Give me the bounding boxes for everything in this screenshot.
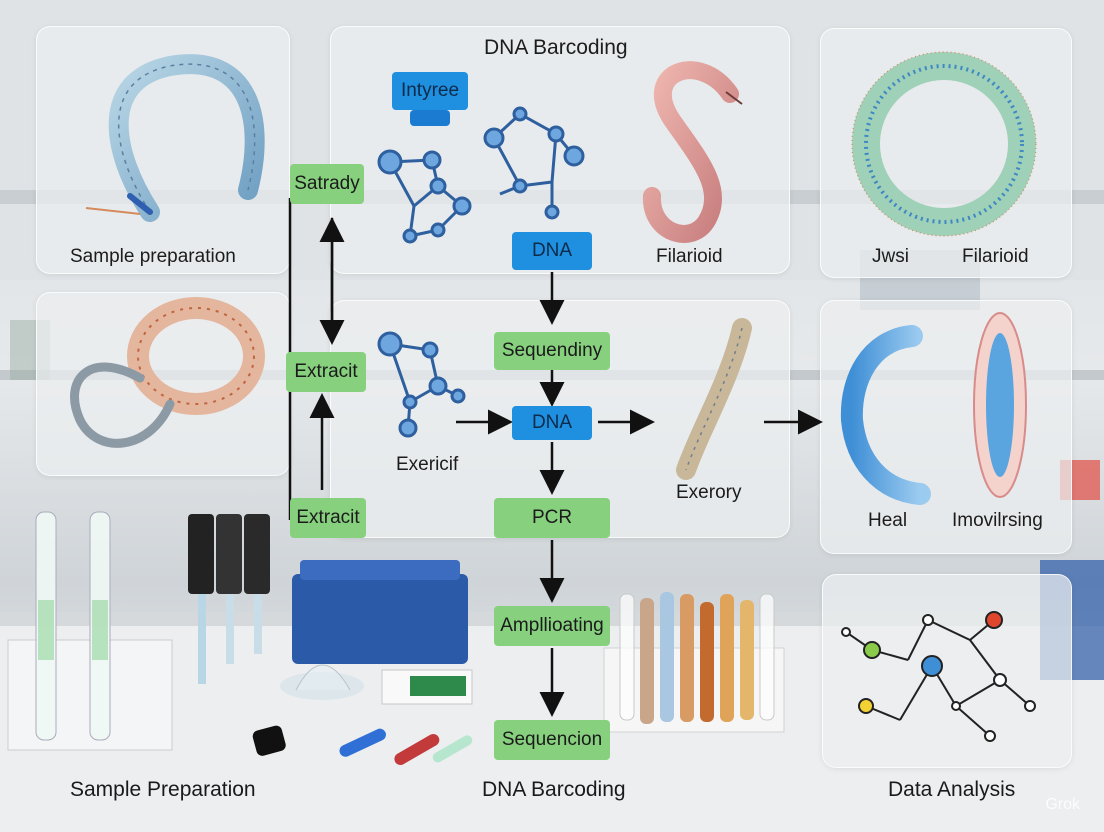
box-satrady: Satrady — [290, 164, 364, 204]
molecule-illustration-1 — [377, 149, 472, 244]
box-sequencing: Sequendiny — [494, 332, 610, 370]
label-sample-preparation: Sample preparation — [70, 246, 236, 267]
stage-label-sample-preparation: Sample Preparation — [70, 778, 256, 801]
molecule-illustration-2 — [483, 106, 585, 220]
ring-worm-illustration — [851, 51, 1037, 237]
diagram-title: DNA Barcoding — [484, 36, 628, 59]
nematode-illustration-1 — [85, 54, 265, 222]
box-dna-top: DNA — [512, 232, 592, 270]
watermark: Grok — [1045, 796, 1080, 813]
box-intyree: Intyree — [392, 72, 468, 110]
box-pcr: PCR — [494, 498, 610, 538]
molecule-illustration-3 — [377, 331, 466, 438]
curved-worm-illustration — [676, 318, 752, 480]
stage-label-dna-barcoding: DNA Barcoding — [482, 778, 626, 801]
box-extracit-1: Extracit — [286, 352, 366, 392]
box-amplifying: Ampllioating — [494, 606, 610, 646]
label-imovilrsing: Imovilrsing — [952, 510, 1043, 531]
label-right-top-1: Jwsi — [872, 246, 909, 267]
filarioid-worm-illustration — [643, 61, 743, 243]
label-exericif: Exericif — [396, 454, 459, 475]
box-extracit-2: Extracit — [290, 498, 366, 538]
box-dna-middle: DNA — [512, 406, 592, 440]
blue-worm-illustration-2 — [973, 312, 1027, 498]
label-filarioid-center: Filarioid — [656, 246, 723, 267]
blue-worm-illustration-1 — [840, 325, 931, 505]
panel-data-analysis — [822, 574, 1072, 768]
data-network-illustration — [841, 611, 1036, 742]
label-heal: Heal — [868, 510, 908, 531]
box-intyree-stand — [410, 110, 450, 126]
flow-connectors — [288, 198, 823, 717]
label-right-top-2: Filarioid — [962, 246, 1029, 267]
stage-label-data-analysis: Data Analysis — [888, 778, 1016, 801]
box-sequencion: Sequencion — [494, 720, 610, 760]
label-exerory: Exerory — [676, 482, 742, 503]
loop-worm-illustration — [70, 297, 265, 448]
